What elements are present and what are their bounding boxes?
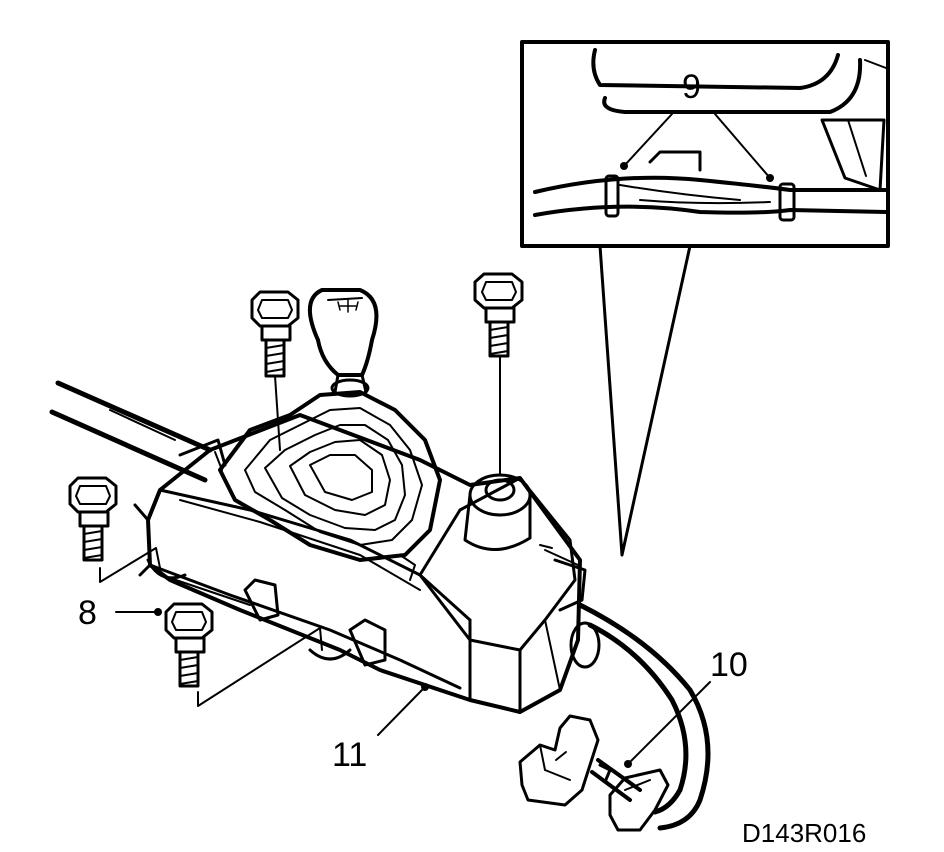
bolt-top-right (473, 272, 524, 476)
callout-leaders (115, 608, 711, 768)
gear-lever-housing (133, 413, 601, 714)
callout-label-gear-lever-housing: 11 (332, 736, 368, 774)
cable-lock-assembly (518, 602, 711, 832)
figure-code: D143R016 (742, 818, 867, 848)
callout-label-cable-clips: 9 (682, 68, 701, 106)
gear-boot (218, 390, 442, 562)
bolt-position-leaders (99, 547, 323, 707)
bolt-left (68, 476, 118, 562)
callout-label-bolt: 8 (78, 594, 97, 632)
cable-clip-right (778, 182, 796, 222)
gear-shift-cables (49, 380, 213, 483)
gear-knob (308, 288, 379, 398)
cable-clip-left (604, 174, 620, 218)
bolt-top-left (250, 290, 300, 451)
bolt-lower-left (164, 602, 214, 688)
callout-label-cable-lock: 10 (710, 646, 748, 684)
cable-clips-detail-inset (520, 40, 890, 557)
